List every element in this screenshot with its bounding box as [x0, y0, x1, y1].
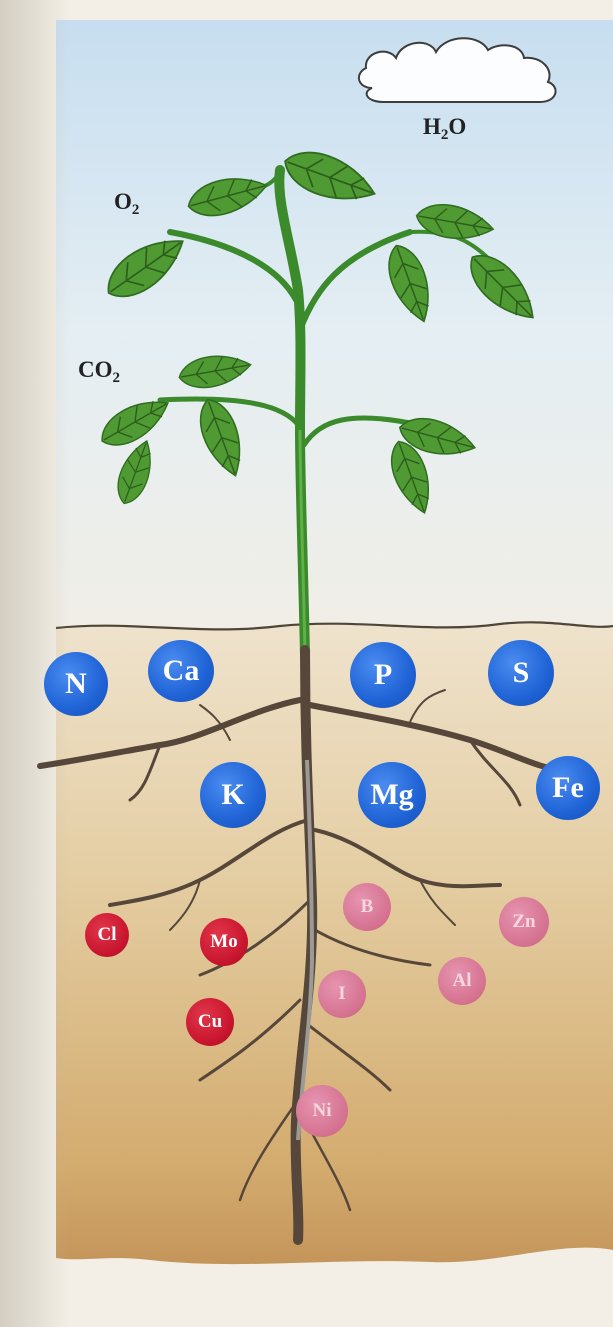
nutrient-al: Al: [438, 957, 486, 1005]
label-o2: O2: [114, 189, 139, 219]
nutrient-fe: Fe: [536, 756, 600, 820]
nutrient-ca: Ca: [148, 640, 214, 702]
nutrient-cl: Cl: [85, 913, 129, 957]
nutrient-mo: Mo: [200, 918, 248, 966]
nutrient-b: B: [343, 883, 391, 931]
nutrient-k: K: [200, 762, 266, 828]
sky: [56, 20, 613, 640]
nutrient-i: I: [318, 970, 366, 1018]
nutrient-ni: Ni: [296, 1085, 348, 1137]
label-h2o: H2O: [423, 114, 466, 144]
label-co2: CO2: [78, 357, 120, 387]
nutrient-mg: Mg: [358, 762, 426, 828]
nutrient-s: S: [488, 640, 554, 706]
nutrient-n: N: [44, 652, 108, 716]
nutrient-zn: Zn: [499, 897, 549, 947]
nutrient-p: P: [350, 642, 416, 708]
nutrient-cu: Cu: [186, 998, 234, 1046]
